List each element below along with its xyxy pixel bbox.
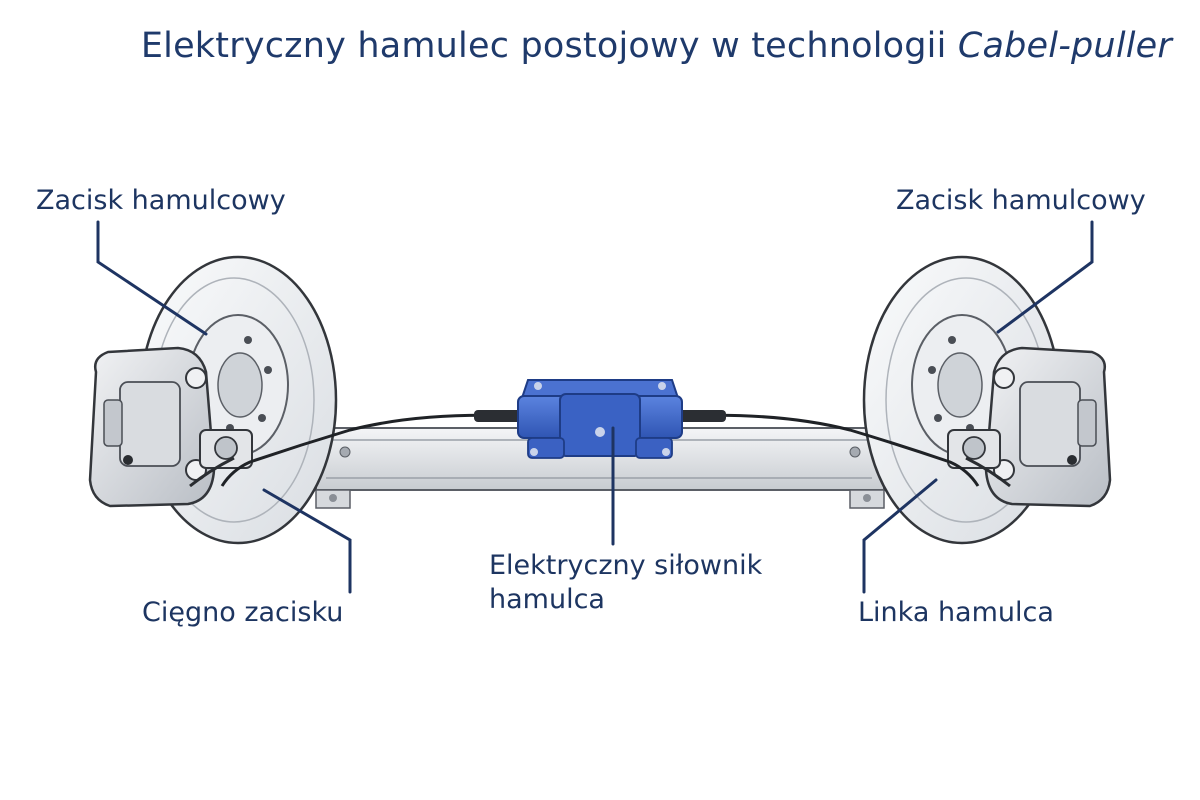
label-actuator-line2: hamulca bbox=[489, 584, 605, 615]
brake-caliper-right bbox=[947, 346, 1112, 508]
leader-caliper-right bbox=[996, 220, 1094, 334]
axle-beam bbox=[315, 427, 885, 509]
diagram-title: Elektryczny hamulec postojowy w technolo… bbox=[0, 26, 1172, 66]
brake-caliper-left bbox=[88, 346, 253, 508]
label-brake-cable: Linka hamulca bbox=[858, 597, 1054, 628]
leader-cable-pull bbox=[262, 488, 352, 594]
label-caliper-left: Zacisk hamulcowy bbox=[36, 185, 286, 216]
leader-brake-cable bbox=[862, 478, 938, 594]
title-main: Elektryczny hamulec postojowy w technolo… bbox=[140, 26, 947, 66]
label-actuator: Elektryczny siłownik hamulca bbox=[489, 549, 762, 617]
label-caliper-right: Zacisk hamulcowy bbox=[896, 185, 1146, 216]
brake-cables bbox=[220, 410, 980, 487]
leader-lines bbox=[96, 220, 1094, 594]
label-actuator-line1: Elektryczny siłownik bbox=[489, 550, 763, 581]
electric-actuator bbox=[517, 379, 683, 459]
label-cable-pull: Cięgno zacisku bbox=[142, 597, 344, 628]
leader-caliper-left bbox=[96, 220, 208, 336]
title-italic: Cabel-puller bbox=[957, 26, 1172, 66]
